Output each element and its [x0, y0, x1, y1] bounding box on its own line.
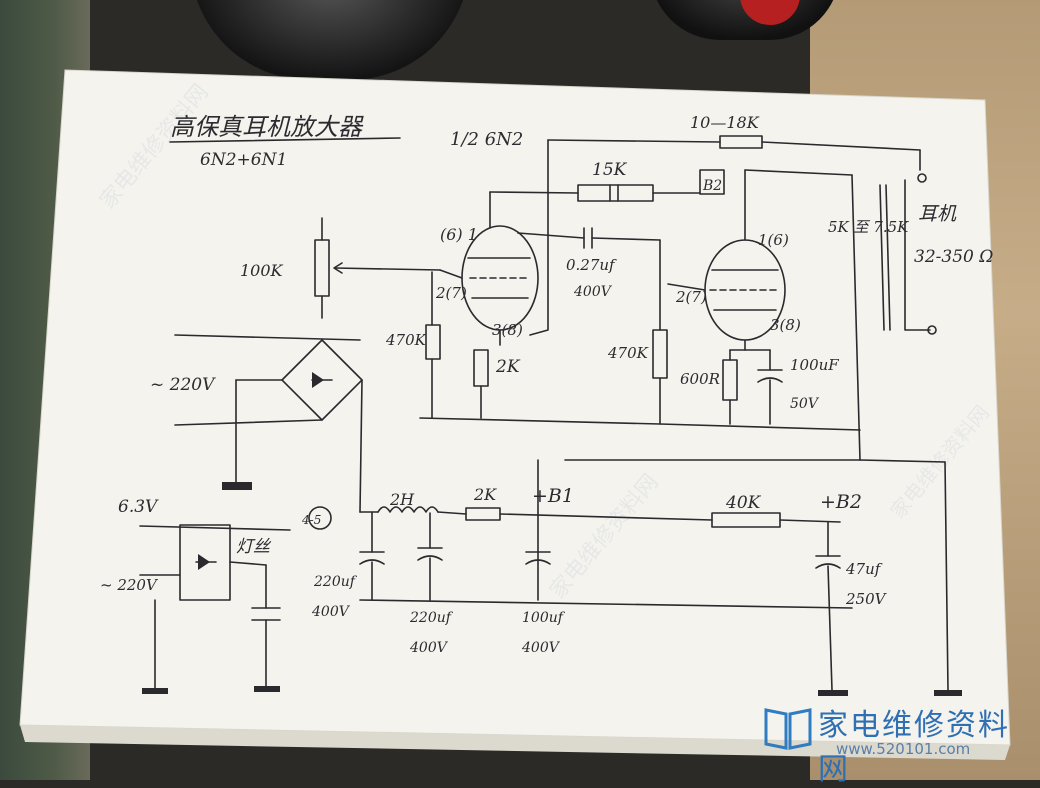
- cap-100uf-voltage: 50V: [790, 396, 820, 412]
- filter-cap-220b: [417, 512, 443, 601]
- cap-100b-voltage: 400V: [521, 640, 561, 656]
- cap-220a-label: 220uf: [313, 574, 358, 590]
- choke-pin-label: 4-5: [301, 513, 321, 527]
- cap-027-label: 0.27uf: [566, 256, 617, 274]
- headphone-label: 耳机: [918, 203, 957, 225]
- cap-027-voltage: 400V: [573, 284, 613, 300]
- heater-label: 灯丝: [236, 537, 272, 557]
- mains-voltage-label: ~ 220V: [150, 375, 216, 395]
- grid-resistor-470k-2-label: 470K: [607, 344, 649, 362]
- choke-label: 2H: [389, 490, 415, 509]
- tube-half-label: 1/2 6N2: [450, 129, 523, 150]
- cap-47-voltage: 250V: [845, 590, 888, 608]
- pin-3-8-b: 3(8): [770, 316, 801, 334]
- pin-6-1: (6) 1: [440, 225, 478, 244]
- watermark-url: www.520101.com: [836, 740, 971, 758]
- watermark-book-icon: [764, 708, 812, 750]
- ground-heater-2: [254, 686, 280, 692]
- filter-cap-100b: [525, 551, 551, 565]
- resistor-40k-label: 40K: [725, 493, 762, 513]
- tube-pair-label: 6N2+6N1: [200, 150, 287, 170]
- headphone-terminal-bottom: [927, 325, 937, 335]
- ground-output: [934, 690, 962, 696]
- cap-47-label: 47uf: [845, 560, 883, 578]
- cap-100b-label: 100uf: [522, 610, 566, 626]
- pin-1-6: 1(6): [758, 231, 789, 249]
- choke-pin-circle: [308, 506, 332, 530]
- feedback-resistor-label: 10—18K: [690, 113, 760, 132]
- paper-edge: [20, 725, 1010, 760]
- cap-220a-voltage: 400V: [311, 604, 351, 620]
- grid-resistor-470k-1-label: 470K: [385, 331, 427, 349]
- schematic-title: 高保真耳机放大器: [170, 113, 364, 141]
- resistor-600r-label: 600R: [680, 370, 720, 388]
- cathode-resistor-2k-label: 2K: [495, 357, 521, 377]
- ground-hv: [222, 482, 252, 490]
- heater-mains-label: ~ 220V: [100, 576, 159, 594]
- supply-2k-label: 2K: [473, 485, 497, 504]
- cap-100uf-label: 100uF: [790, 356, 839, 374]
- grid-resistor-470k-1: [425, 324, 441, 360]
- pin-2-7-b: 2(7): [675, 288, 707, 306]
- resistor-15k-label: 15K: [592, 160, 628, 180]
- b2-box-label: B2: [702, 178, 722, 194]
- cap-220b-voltage: 400V: [409, 640, 449, 656]
- pin-2-7-a: 2(7): [435, 284, 467, 302]
- paper-sheet: [19, 69, 1011, 746]
- filter-cap-220a: [359, 511, 385, 601]
- filter-cap-47: [815, 521, 841, 691]
- transformer-label: 5K 至 7.5K: [828, 218, 909, 236]
- pot-100k-label: 100K: [240, 261, 284, 280]
- b2-box: [699, 169, 725, 195]
- pin-3-8-a: 3(8): [492, 321, 523, 339]
- headphone-impedance: 32-350 Ω: [914, 247, 993, 267]
- b1-label: +B1: [532, 485, 574, 507]
- choke-2h: [377, 506, 439, 513]
- cap-220b-label: 220uf: [409, 610, 454, 626]
- ground-heater-1: [142, 688, 168, 694]
- b2-label: +B2: [820, 491, 862, 513]
- headphone-terminal-top: [917, 173, 927, 183]
- heater-voltage-label: 6.3V: [118, 497, 159, 517]
- ground-b2: [818, 690, 848, 696]
